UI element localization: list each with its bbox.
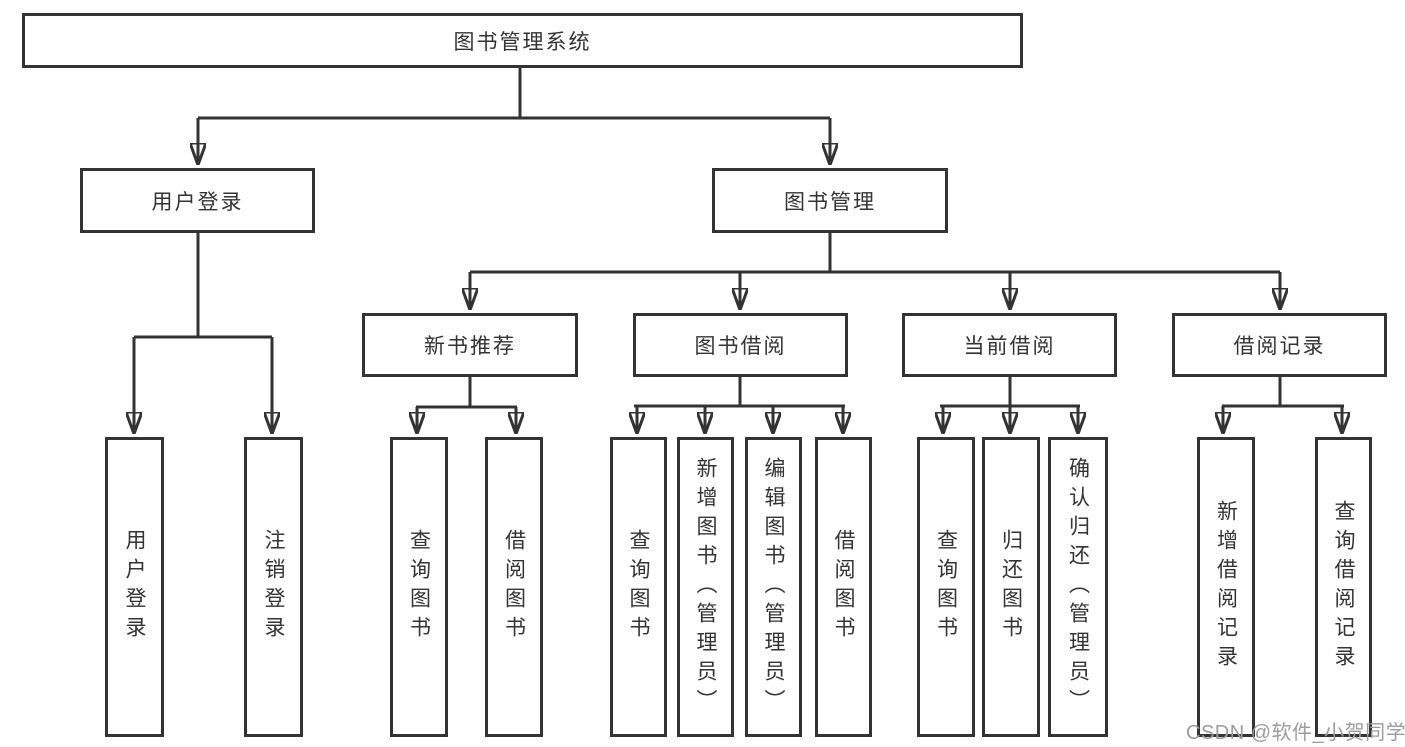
leaf-query-books-current: 查询图书 xyxy=(917,437,975,737)
node-user-login: 用户登录 xyxy=(80,168,315,233)
node-borrowing-records: 借阅记录 xyxy=(1172,313,1387,377)
node-borrowing-records-label: 借阅记录 xyxy=(1233,335,1326,358)
leaf-user-login: 用户登录 xyxy=(105,437,164,737)
node-new-book-recommend: 新书推荐 xyxy=(362,313,578,377)
leaf-borrow-books-borrowing: 借阅图书 xyxy=(815,437,872,737)
node-current-borrowing: 当前借阅 xyxy=(902,313,1117,377)
node-book-borrowing: 图书借阅 xyxy=(633,313,848,377)
leaf-query-books-recommend-label: 查询图书 xyxy=(407,529,431,645)
leaf-borrow-books-recommend: 借阅图书 xyxy=(485,437,543,737)
leaf-edit-books-admin-label: 编辑图书（管理员） xyxy=(762,456,785,718)
node-book-management-label: 图书管理 xyxy=(784,190,876,214)
node-new-book-recommend-label: 新书推荐 xyxy=(424,335,516,358)
node-book-borrowing-label: 图书借阅 xyxy=(694,335,787,358)
node-current-borrowing-label: 当前借阅 xyxy=(963,335,1056,358)
node-root-label: 图书管理系统 xyxy=(453,30,592,54)
leaf-borrow-books-recommend-label: 借阅图书 xyxy=(502,529,526,645)
leaf-logout-login-label: 注销登录 xyxy=(262,529,285,645)
leaf-confirm-return-admin-label: 确认归还（管理员） xyxy=(1066,456,1090,718)
leaf-return-books: 归还图书 xyxy=(982,437,1040,737)
leaf-query-borrow-record-label: 查询借阅记录 xyxy=(1332,500,1355,674)
node-root: 图书管理系统 xyxy=(22,13,1023,68)
leaf-return-books-label: 归还图书 xyxy=(999,529,1023,645)
leaf-query-books-borrowing-label: 查询图书 xyxy=(627,529,650,645)
leaf-edit-books-admin: 编辑图书（管理员） xyxy=(745,437,802,737)
node-book-management: 图书管理 xyxy=(712,168,948,233)
leaf-query-books-borrowing: 查询图书 xyxy=(610,437,667,737)
leaf-confirm-return-admin: 确认归还（管理员） xyxy=(1048,437,1108,737)
leaf-user-login-label: 用户登录 xyxy=(123,529,146,645)
leaf-query-books-recommend: 查询图书 xyxy=(390,437,448,737)
leaf-logout-login: 注销登录 xyxy=(244,437,303,737)
node-user-login-label: 用户登录 xyxy=(151,190,244,214)
leaf-add-borrow-record-label: 新增借阅记录 xyxy=(1214,500,1238,674)
leaf-add-books-admin: 新增图书（管理员） xyxy=(677,437,734,737)
watermark: CSDN @软件_小贺同学 xyxy=(1186,722,1405,744)
leaf-add-books-admin-label: 新增图书（管理员） xyxy=(694,456,717,718)
leaf-borrow-books-borrowing-label: 借阅图书 xyxy=(832,529,855,645)
leaf-query-borrow-record: 查询借阅记录 xyxy=(1315,437,1372,737)
leaf-query-books-current-label: 查询图书 xyxy=(934,529,958,645)
leaf-add-borrow-record: 新增借阅记录 xyxy=(1197,437,1255,737)
